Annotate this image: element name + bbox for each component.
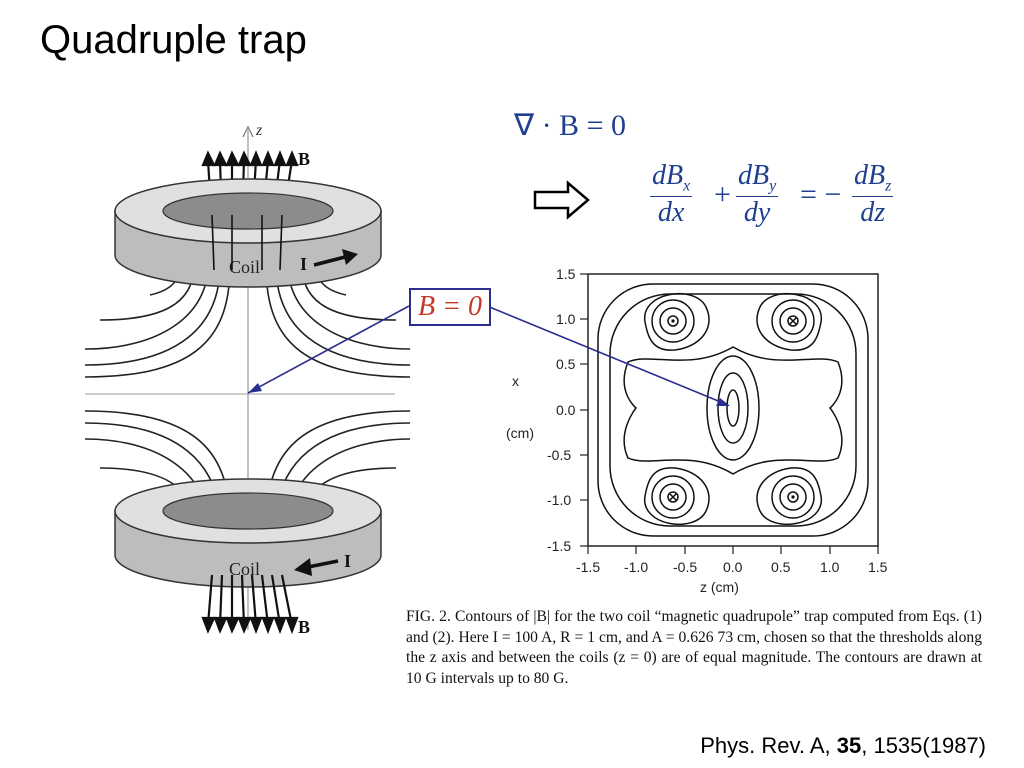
current-bottom-arrow-icon (307, 559, 339, 569)
bottom-field-arrows (201, 574, 299, 635)
b-zero-annotation: B = 0 (409, 288, 491, 326)
x-tick-label: 1.5 (868, 559, 888, 575)
implies-arrow-icon (533, 180, 590, 220)
equals-minus-sign: = − (800, 178, 842, 211)
coil-markers (667, 315, 799, 503)
y-tick-label: 1.5 (556, 266, 576, 282)
x-tick-label: 1.0 (820, 559, 840, 575)
x-ticks (587, 546, 879, 554)
y-axis-unit: (cm) (506, 425, 534, 441)
divergence-equation: ∇ · B = 0 (514, 109, 626, 142)
dx-denominator: dx (657, 196, 685, 228)
field-label-bottom: B (298, 617, 310, 637)
coil-diagram: z B (84, 122, 410, 637)
reference-journal: Phys. Rev. A, (700, 733, 837, 758)
z-axis-label: z (255, 122, 263, 139)
x-tick-label: 0.5 (771, 559, 791, 575)
y-tick-label: -0.5 (547, 447, 571, 463)
x-tick-label: -1.5 (576, 559, 600, 575)
dbz-numerator: dB (854, 160, 886, 191)
x-tick-label: -0.5 (673, 559, 697, 575)
field-label-top: B (298, 149, 310, 169)
fraction-dbx-dx: dBx dx (650, 160, 693, 229)
x-tick-label: 0.0 (723, 559, 743, 575)
plus-sign: + (714, 178, 731, 211)
y-tick-label: 0.0 (556, 402, 576, 418)
x-axis-label: z (cm) (700, 579, 739, 595)
current-top-label: I (300, 254, 307, 274)
current-top-arrow-icon (313, 255, 346, 267)
reference-volume: 35 (836, 733, 862, 758)
y-tick-label: 0.5 (556, 356, 576, 372)
dy-denominator: dy (743, 196, 771, 228)
dby-numerator: dB (738, 160, 770, 191)
y-ticks (580, 273, 588, 547)
fraction-dbz-dz: dBz dz (852, 160, 894, 229)
bottom-coil: Coil I (114, 478, 382, 588)
fraction-dby-dy: dBy dy (736, 160, 779, 229)
caption-text: Contours of |B| for the two coil “magnet… (406, 608, 982, 687)
contour-lines (597, 283, 869, 537)
y-axis-label: x (512, 373, 519, 389)
x-tick-label: -1.0 (624, 559, 648, 575)
reference: Phys. Rev. A, 35, 1535(1987) (700, 733, 986, 759)
y-tick-label: -1.5 (547, 538, 571, 554)
top-coil: Coil I (114, 178, 382, 288)
dbx-numerator: dB (652, 160, 684, 191)
reference-pages: , 1535(1987) (861, 733, 986, 758)
arrow-left-head-icon (248, 383, 262, 393)
figure-caption: FIG. 2. Contours of |B| for the two coil… (406, 607, 982, 689)
coil-top-label: Coil (229, 257, 260, 277)
dby-sub: y (769, 177, 777, 195)
caption-label: FIG. 2. (406, 608, 451, 625)
dbx-sub: x (683, 177, 691, 195)
current-bottom-label: I (344, 551, 351, 571)
y-tick-label: 1.0 (556, 311, 576, 327)
arrow-right-head-icon (716, 398, 730, 406)
contour-plot: 1.5 1.0 0.5 0.0 -0.5 -1.0 -1.5 x (cm) -1… (506, 266, 888, 595)
y-tick-label: -1.0 (547, 492, 571, 508)
coil-bottom-label: Coil (229, 559, 260, 579)
dbz-sub: z (885, 177, 892, 195)
dz-denominator: dz (860, 196, 886, 228)
slide-title: Quadruple trap (40, 18, 307, 62)
